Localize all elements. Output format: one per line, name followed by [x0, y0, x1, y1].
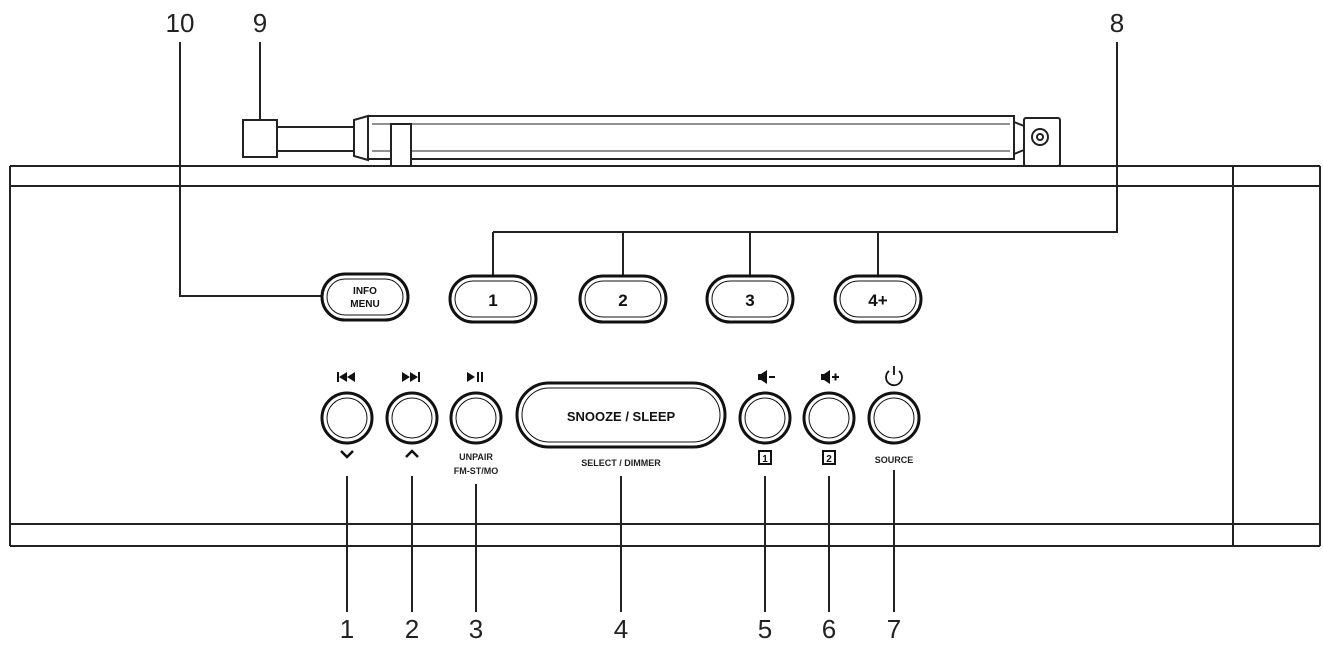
select-dimmer-label: SELECT / DIMMER	[581, 458, 661, 468]
power-icon	[885, 366, 903, 387]
menu-label: MENU	[350, 299, 379, 310]
previous-button[interactable]	[320, 391, 374, 445]
info-menu-button[interactable]: INFO MENU	[320, 272, 410, 322]
antenna-joint	[1013, 120, 1025, 156]
callout-3: 3	[469, 614, 483, 644]
preset-button-1[interactable]: 1	[448, 274, 538, 324]
volume-down-icon	[758, 370, 775, 384]
volume-down-button[interactable]	[738, 391, 792, 445]
preset-3-label: 3	[745, 291, 754, 310]
leader-line-8	[878, 42, 1118, 233]
preset-button-2[interactable]: 2	[578, 274, 668, 324]
info-label: INFO	[353, 286, 377, 297]
volume-up-button[interactable]	[802, 391, 856, 445]
chevron-up-icon	[405, 449, 419, 458]
source-label: SOURCE	[875, 455, 914, 465]
leader-lines	[179, 42, 1118, 612]
alarm-1-label: 1	[762, 454, 768, 465]
preset-button-4-plus[interactable]: 4+	[833, 274, 923, 324]
antenna-base-block	[242, 119, 278, 158]
preset-button-3[interactable]: 3	[705, 274, 795, 324]
antenna-clip	[390, 123, 412, 167]
callout-10: 10	[166, 8, 195, 38]
snooze-sleep-label: SNOOZE / SLEEP	[567, 409, 676, 424]
antenna-collar	[353, 114, 369, 162]
play-pause-icon	[467, 372, 483, 382]
callout-6: 6	[822, 614, 836, 644]
next-button[interactable]	[385, 391, 439, 445]
alarm-clock-icon: 2	[822, 450, 836, 465]
callout-9: 9	[253, 8, 267, 38]
leader-line-10	[179, 42, 322, 297]
radio-body	[9, 165, 1321, 547]
antenna-main-tube	[367, 115, 1015, 160]
power-source-button[interactable]	[867, 391, 921, 445]
callout-4: 4	[614, 614, 628, 644]
callout-8: 8	[1110, 8, 1124, 38]
chevron-down-icon	[340, 450, 354, 459]
preset-2-label: 2	[618, 291, 627, 310]
telescopic-antenna	[242, 114, 1062, 167]
unpair-label: UNPAIR	[459, 452, 493, 462]
callout-7: 7	[887, 614, 901, 644]
alarm-2-label: 2	[826, 454, 832, 465]
antenna-rod-thin	[276, 126, 355, 152]
alarm-clock-icon: 1	[758, 450, 772, 465]
snooze-sleep-button[interactable]: SNOOZE / SLEEP	[515, 381, 727, 449]
callout-5: 5	[758, 614, 772, 644]
preset-4-plus-label: 4+	[868, 291, 887, 310]
antenna-hinge	[1023, 117, 1061, 167]
play-pause-button[interactable]	[449, 391, 503, 445]
callout-numbers: 10 9 8 1 2 3 4 5 6 7	[166, 8, 1125, 644]
callout-2: 2	[405, 614, 419, 644]
callout-1: 1	[340, 614, 354, 644]
skip-forward-icon	[402, 372, 420, 382]
skip-back-icon	[337, 372, 355, 382]
fm-st-mo-label: FM-ST/MO	[454, 466, 499, 476]
volume-up-icon	[821, 370, 839, 384]
preset-1-label: 1	[488, 291, 497, 310]
